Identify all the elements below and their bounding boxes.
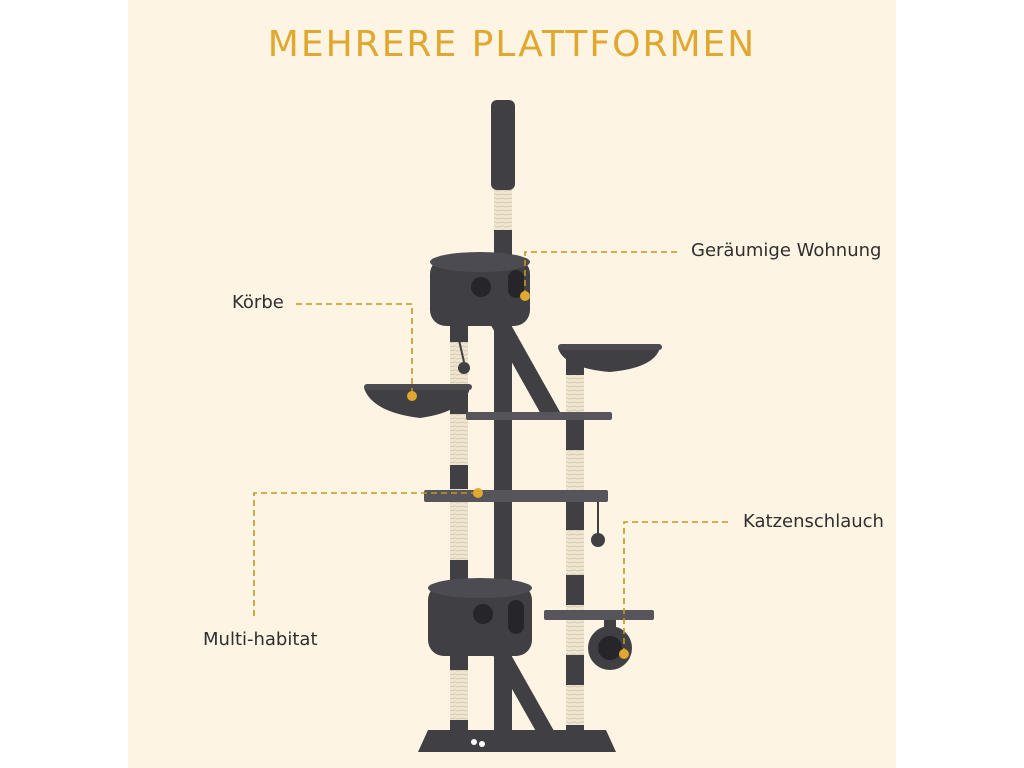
right-post — [566, 355, 584, 740]
middle-platform — [424, 490, 608, 502]
callout-tunnel: Katzenschlauch — [743, 511, 884, 532]
left-post — [450, 320, 468, 740]
lower-condo — [428, 578, 532, 656]
upper-condo — [430, 252, 530, 326]
toy-ball-lower — [591, 533, 605, 547]
tunnel-platform — [544, 610, 654, 620]
cat-tunnel — [588, 620, 632, 670]
product-image-panel: MEHRERE PLATTFORMEN — [128, 0, 896, 768]
page-title: MEHRERE PLATTFORMEN — [267, 24, 757, 65]
toy-ball-upper — [458, 362, 470, 374]
right-basket — [558, 344, 662, 372]
base-plate — [418, 730, 616, 752]
callout-habitat: Multi-habitat — [203, 629, 318, 650]
upper-ramp — [488, 316, 560, 416]
callout-line-apartment — [520, 251, 680, 301]
callout-line-tunnel — [619, 521, 732, 659]
toy-string — [458, 339, 465, 363]
cat-tree-illustration — [253, 100, 732, 752]
small-platform — [466, 412, 612, 420]
callout-apartment: Geräumige Wohnung — [691, 240, 882, 261]
callout-line-baskets — [296, 303, 417, 401]
left-basket — [364, 384, 472, 418]
callout-line-habitat — [253, 488, 483, 616]
callout-baskets: Körbe — [232, 292, 284, 313]
lower-ramp — [490, 646, 558, 742]
